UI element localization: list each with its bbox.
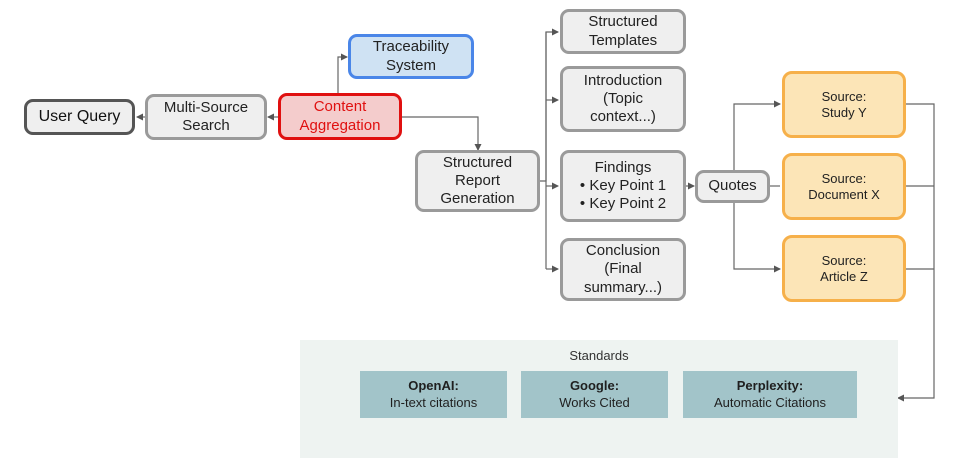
source-article-z-label-1: Source: [821, 252, 867, 268]
introduction-node: Introduction (Topic context...) [560, 66, 686, 132]
structured-templates-node: Structured Templates [560, 9, 686, 54]
findings-label-1: Findings [594, 158, 652, 176]
traceability-system-node: Traceability System [348, 34, 474, 79]
user-query-label: User Query [38, 108, 121, 126]
standard-google-name: Google: [569, 377, 620, 393]
traceability-system-label-1: Traceability [372, 38, 450, 56]
findings-node: Findings • Key Point 1 • Key Point 2 [560, 150, 686, 222]
edge-sources-right [897, 103, 935, 402]
standard-card-google: Google: Works Cited [521, 371, 668, 418]
standard-openai-desc: In-text citations [389, 394, 478, 410]
findings-label-3: • Key Point 2 [579, 195, 667, 213]
multi-source-search-node: Multi-Source Search [145, 94, 267, 140]
introduction-label-3: context...) [590, 108, 656, 126]
introduction-label-1: Introduction [583, 71, 663, 89]
source-study-y-label-1: Source: [821, 88, 867, 104]
structured-templates-label-1: Structured [588, 13, 658, 31]
content-aggregation-label-2: Aggregation [299, 116, 381, 134]
standard-card-openai: OpenAI: In-text citations [360, 371, 507, 418]
edge-quotes-to-article [733, 198, 781, 273]
source-document-x-node: Source: Document X [782, 153, 906, 220]
source-document-x-label-1: Source: [821, 170, 867, 186]
edge-aggregation-to-report [402, 116, 482, 151]
introduction-label-2: (Topic [602, 89, 643, 107]
edge-report-bracket [540, 28, 559, 182]
user-query-node: User Query [24, 99, 135, 135]
source-article-z-node: Source: Article Z [782, 235, 906, 302]
report-generation-label-2: Report [454, 171, 501, 189]
edge-quotes-to-study [733, 100, 781, 175]
multi-source-search-label-2: Search [182, 117, 230, 134]
source-document-x-label-2: Document X [808, 186, 880, 202]
source-study-y-node: Source: Study Y [782, 71, 906, 138]
conclusion-label-3: summary...) [583, 278, 663, 296]
standard-openai-name: OpenAI: [408, 377, 459, 393]
conclusion-label-1: Conclusion [585, 242, 661, 260]
content-aggregation-node: Content Aggregation [278, 93, 402, 140]
traceability-system-label-2: System [385, 56, 436, 74]
quotes-label: Quotes [708, 177, 757, 195]
quotes-node: Quotes [695, 170, 770, 203]
conclusion-node: Conclusion (Final summary...) [560, 238, 686, 301]
structured-templates-label-2: Templates [588, 31, 658, 49]
standard-card-perplexity: Perplexity: Automatic Citations [683, 371, 857, 418]
standard-google-desc: Works Cited [559, 394, 630, 410]
edge-aggregation-to-traceability [337, 53, 348, 93]
source-study-y-label-2: Study Y [821, 104, 867, 120]
content-aggregation-label-1: Content [313, 98, 367, 116]
structured-report-generation-node: Structured Report Generation [415, 150, 540, 212]
standard-perplexity-name: Perplexity: [736, 377, 804, 393]
standards-panel: Standards OpenAI: In-text citations Goog… [300, 340, 898, 458]
standards-title: Standards [569, 348, 629, 363]
report-generation-label-1: Structured [442, 153, 513, 171]
multi-source-search-label-1: Multi-Source [163, 98, 249, 116]
conclusion-label-2: (Final [604, 260, 642, 278]
findings-label-2: • Key Point 1 [579, 176, 667, 194]
standard-perplexity-desc: Automatic Citations [714, 394, 826, 410]
source-article-z-label-2: Article Z [820, 268, 868, 284]
report-generation-label-3: Generation [440, 190, 515, 208]
